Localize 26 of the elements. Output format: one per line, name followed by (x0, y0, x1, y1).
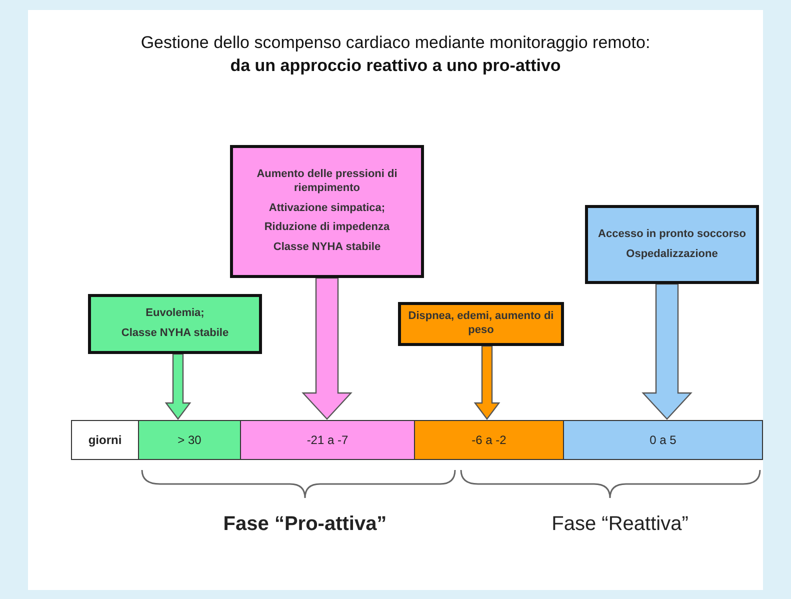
timeline-cell: giorni (71, 420, 139, 460)
box-text: Classe NYHA stabile (273, 241, 381, 255)
event-box (585, 205, 759, 284)
block-arrow (642, 283, 692, 420)
subtitle: da un approccio reattivo a uno pro-attivo (229, 56, 562, 76)
box-text: Classe NYHA stabile (121, 327, 229, 341)
event-box (398, 302, 564, 346)
timeline-cell: -21 a -7 (240, 420, 415, 460)
box-text: Riduzione di impedenza (264, 221, 390, 236)
event-box (88, 294, 262, 354)
box-text: Aumento delle pressioni di riempimento (256, 168, 398, 196)
box-text: Accesso in pronto soccorso (598, 228, 746, 242)
phase-label: Fase “Reattiva” (550, 512, 690, 537)
box-text: Attivazione simpatica; (268, 202, 386, 216)
timeline-cell: > 30 (138, 420, 241, 460)
block-arrow (474, 345, 500, 420)
timeline-cell: -6 a -2 (414, 420, 564, 460)
event-box (230, 145, 424, 278)
phase-label: Fase “Pro-attiva” (222, 512, 388, 537)
block-arrow (302, 277, 352, 420)
title: Gestione dello scompenso cardiaco mediante monitoraggio remoto: (140, 33, 652, 53)
timeline-cell: 0 a 5 (563, 420, 763, 460)
box-text: Dispnea, edemi, aumento di peso (407, 310, 555, 338)
box-text: Ospedalizzazione (626, 248, 718, 262)
box-text: Euvolemia; (146, 307, 204, 321)
block-arrow (164, 353, 192, 420)
